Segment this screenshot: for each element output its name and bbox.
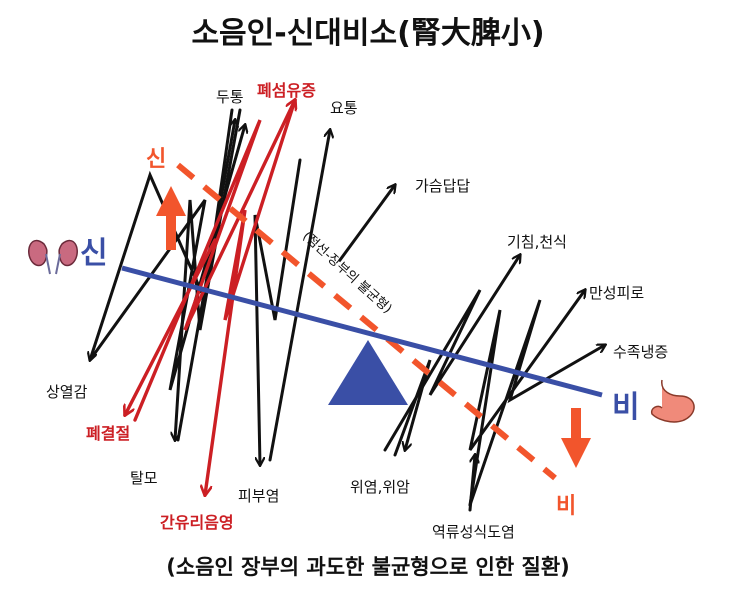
symptom-pulmonary-fibrosis: 폐섬유증	[257, 81, 316, 100]
zigzag-arrows-black	[90, 108, 605, 512]
balance-left-label: 신	[80, 236, 108, 271]
stomach-icon	[650, 379, 695, 423]
symptom-cold-extremities: 수족냉증	[613, 343, 669, 361]
orange-up-arrow	[156, 186, 186, 250]
symptom-ground-glass: 간유리음영	[160, 513, 234, 532]
page-title: 소음인-신대비소(腎大脾小)	[191, 16, 545, 51]
dashed-top-label: 신	[146, 147, 167, 172]
balance-right-label: 비	[612, 390, 640, 425]
caption: (소음인 장부의 과도한 불균형으로 인한 질환)	[166, 555, 570, 579]
symptom-headache: 두통	[216, 88, 244, 106]
symptom-hair-loss: 탈모	[130, 469, 158, 487]
imbalance-dashed-line	[176, 162, 557, 481]
symptom-chronic-fatigue: 만성피로	[589, 284, 645, 302]
orange-down-arrow	[561, 408, 591, 468]
balance-beam	[121, 265, 603, 398]
symptom-cough-asthma: 기침,천식	[507, 233, 567, 251]
kidney-icon	[28, 239, 78, 275]
symptom-reflux: 역류성식도염	[432, 523, 515, 541]
symptom-dermatitis: 피부염	[238, 487, 280, 505]
symptom-gastritis-cancer: 위염,위암	[350, 478, 410, 496]
symptom-back-pain: 요통	[330, 99, 358, 117]
dashed-bottom-label: 비	[556, 494, 577, 519]
symptom-chest-tightness: 가슴답답	[415, 177, 471, 195]
symptom-lung-nodule: 폐결절	[86, 424, 131, 443]
symptom-upper-heat: 상열감	[46, 383, 88, 401]
fulcrum-triangle	[328, 340, 408, 405]
